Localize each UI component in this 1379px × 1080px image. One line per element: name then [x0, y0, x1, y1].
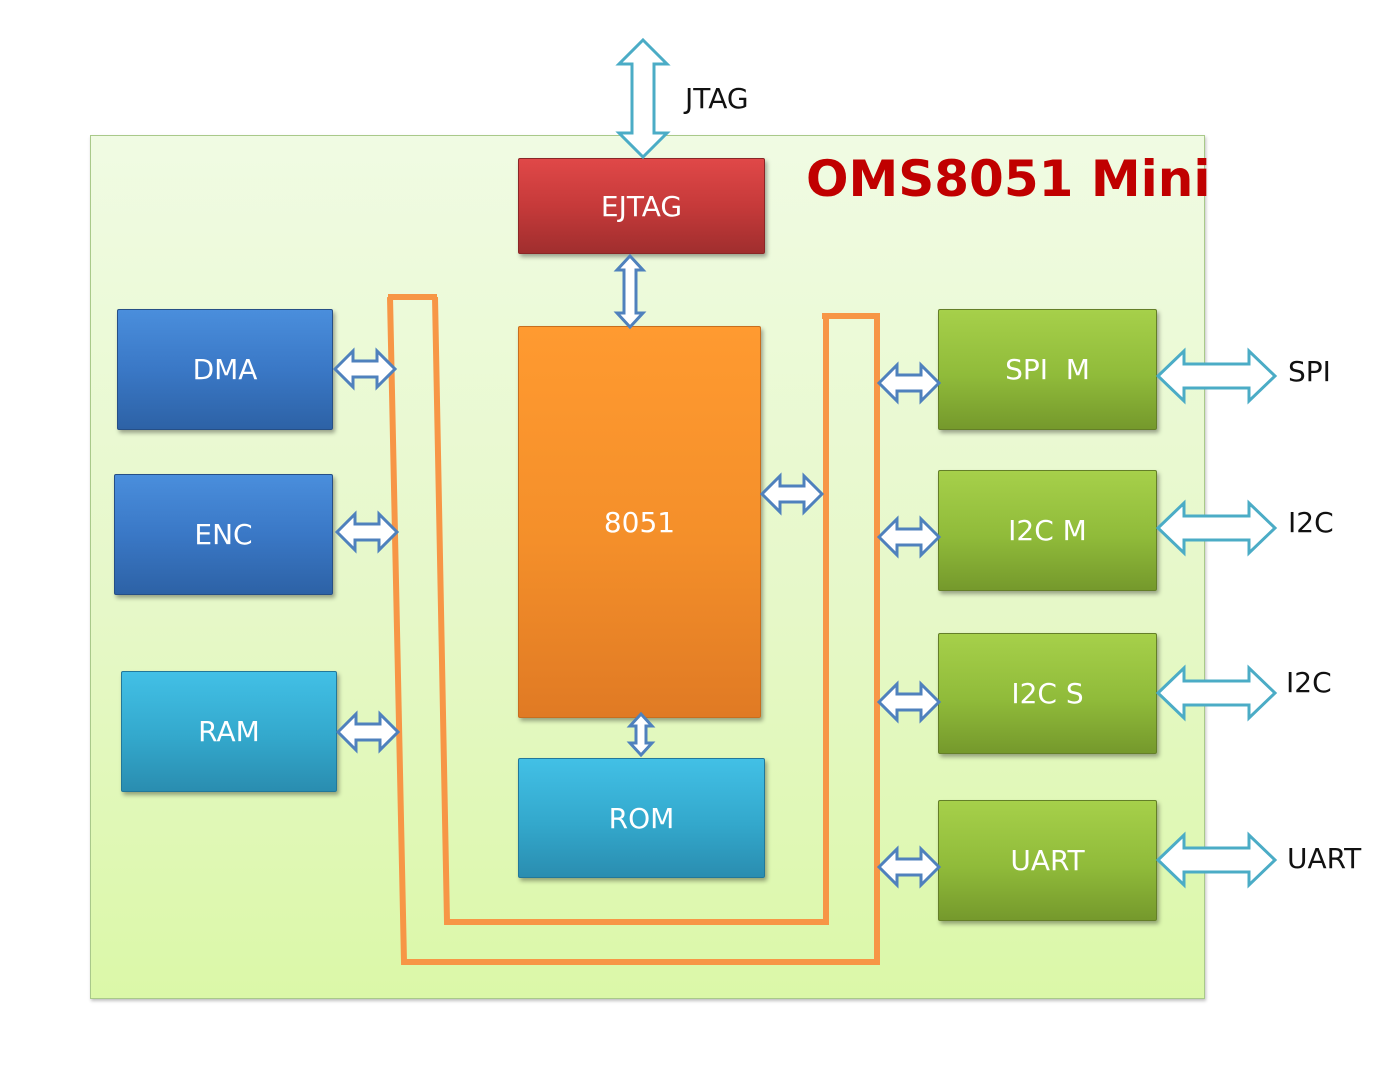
i2cm-ext-arrow-icon — [1155, 499, 1278, 557]
i2c-master-label: I2C — [1288, 506, 1334, 539]
rom-block: ROM — [518, 758, 765, 878]
uart-label: UART — [1287, 842, 1362, 875]
jtag-arrow-icon — [615, 37, 671, 160]
uart-ext-arrow-icon — [1155, 831, 1278, 889]
cpu-rom-arrow-icon — [626, 711, 656, 758]
dma-block: DMA — [117, 309, 333, 430]
i2cm-bus-arrow-icon — [876, 515, 942, 559]
internal-arrows — [332, 253, 942, 889]
ejtag-block: EJTAG — [518, 158, 765, 254]
spi-bus-arrow-icon — [876, 361, 942, 405]
cpu-8051-block: 8051 — [518, 326, 761, 718]
uart-bus-arrow-icon — [876, 845, 942, 889]
enc-bus-arrow-icon — [334, 510, 400, 554]
spi-ext-arrow-icon — [1155, 347, 1278, 405]
i2c-master-block: I2C M — [938, 470, 1157, 591]
uart-block: UART — [938, 800, 1157, 921]
jtag-label: JTAG — [685, 82, 749, 115]
outer-bus-line — [387, 296, 880, 965]
spi-label: SPI — [1288, 355, 1331, 388]
enc-block: ENC — [114, 474, 333, 595]
dma-bus-arrow-icon — [332, 347, 398, 391]
inner-bus-line — [432, 296, 829, 925]
left-bus — [387, 294, 880, 965]
i2c-slave-label: I2C — [1286, 666, 1332, 699]
spi-master-block: SPI M — [938, 309, 1157, 430]
cpu-bus-arrow-icon — [759, 472, 825, 516]
i2cs-bus-arrow-icon — [876, 680, 942, 724]
external-arrows — [615, 37, 1278, 889]
ejtag-cpu-arrow-icon — [613, 253, 647, 330]
i2c-slave-block: I2C S — [938, 633, 1157, 754]
chip-title: OMS8051 Mini — [806, 150, 1211, 208]
ram-bus-arrow-icon — [335, 710, 401, 754]
ram-block: RAM — [121, 671, 337, 792]
i2cs-ext-arrow-icon — [1155, 664, 1278, 722]
